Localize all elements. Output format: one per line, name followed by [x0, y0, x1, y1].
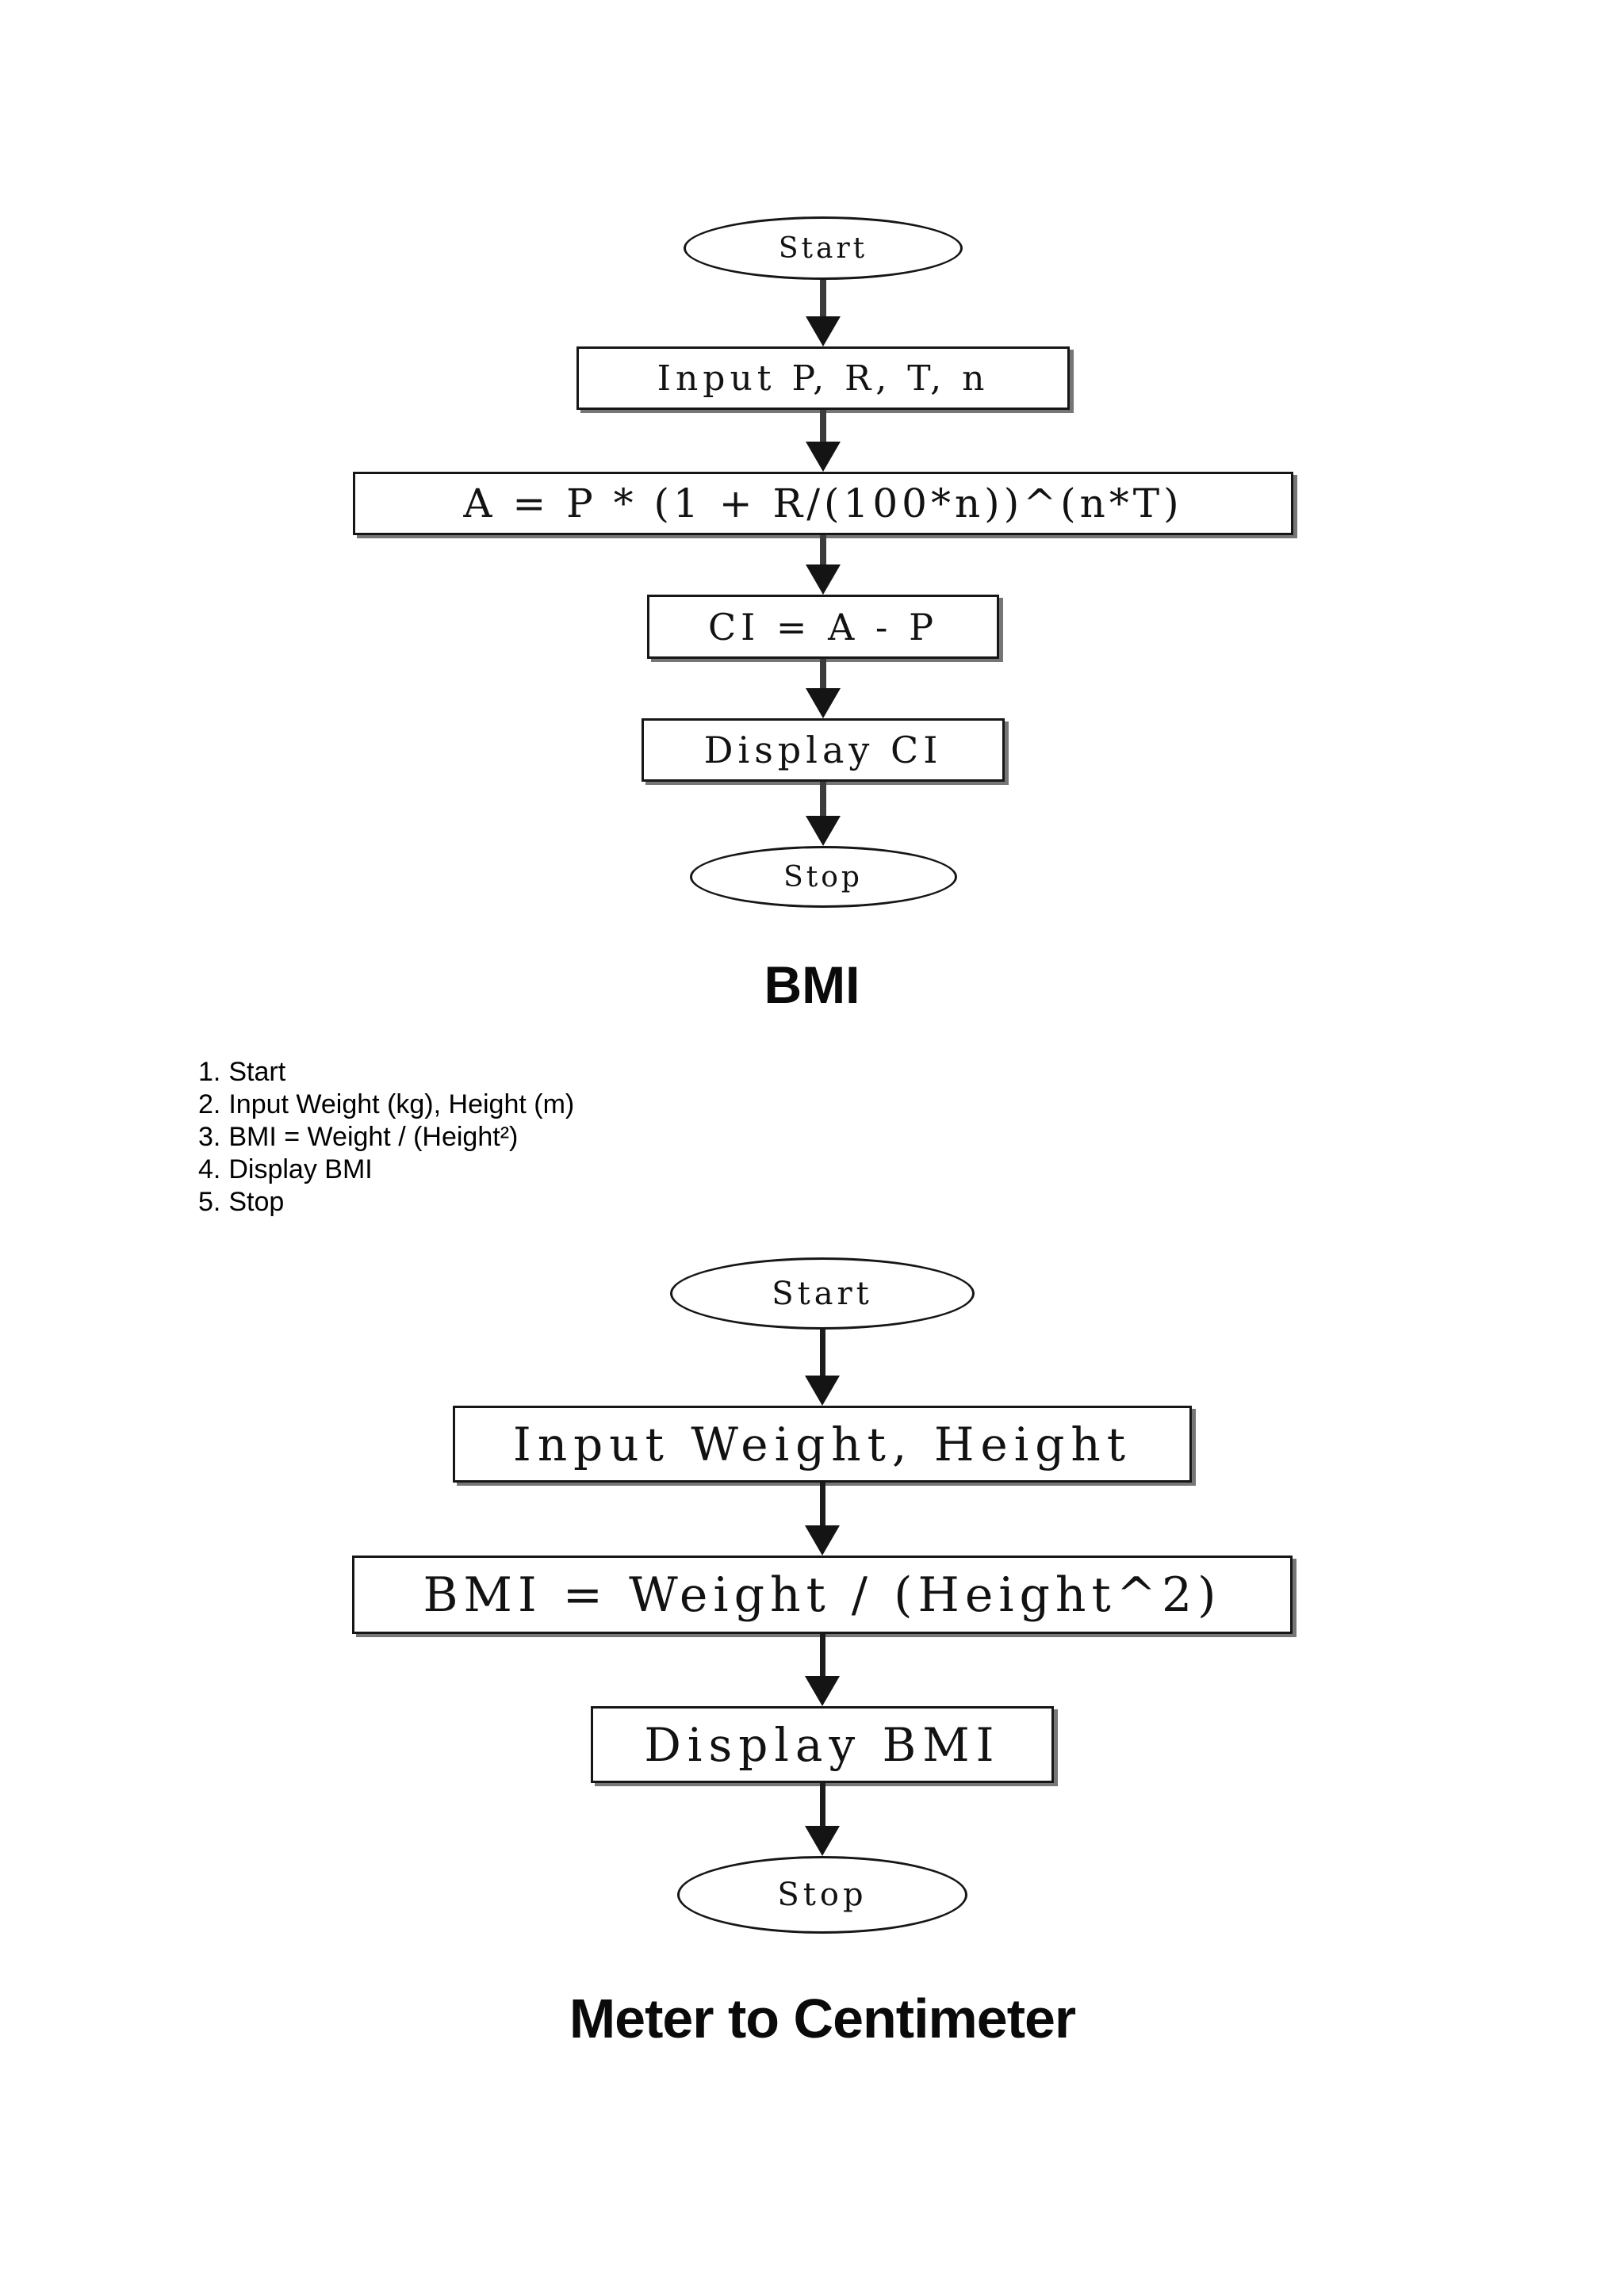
arrow-down-icon	[806, 442, 841, 472]
node-label: BMI = Weight / (Height^2)	[423, 1567, 1222, 1623]
list-item-number: 3.	[198, 1122, 221, 1152]
node-label: Display CI	[703, 729, 943, 771]
flow-arrow	[806, 782, 841, 846]
flowchart1-start-terminal: Start	[684, 216, 963, 280]
list-item-text: Display BMI	[228, 1154, 373, 1184]
flowchart1-stop-terminal: Stop	[689, 846, 957, 908]
flowchart2-input-step: Input Weight, Height	[453, 1406, 1192, 1483]
flowchart2-stop-terminal: Stop	[677, 1856, 967, 1934]
flowchart1-input-step: Input P, R, T, n	[576, 346, 1070, 410]
node-label: Display BMI	[644, 1717, 1001, 1772]
flowchart2-start-terminal: Start	[670, 1257, 975, 1330]
list-item-text: Stop	[228, 1187, 285, 1217]
flow-arrow	[806, 659, 841, 718]
list-item: 3.BMI = Weight / (Height²)	[198, 1121, 574, 1154]
node-label: Start	[778, 232, 868, 265]
caption-meter-to-centimeter: Meter to Centimeter	[569, 1988, 1076, 2049]
list-item: 1.Start	[198, 1056, 574, 1089]
flow-arrow	[806, 410, 841, 472]
flow-arrow	[805, 1330, 840, 1406]
list-item: 2.Input Weight (kg), Height (m)	[198, 1089, 574, 1121]
arrow-down-icon	[805, 1525, 840, 1556]
list-item: 5.Stop	[198, 1186, 574, 1219]
node-label: Stop	[783, 860, 863, 894]
flowchart1-amount-formula-step: A = P * (1 + R/(100*n))^(n*T)	[353, 472, 1293, 535]
arrow-shaft	[819, 1783, 825, 1826]
node-label: Stop	[777, 1877, 868, 1913]
list-item-number: 2.	[198, 1089, 221, 1119]
flow-arrow	[805, 1483, 840, 1556]
flowchart-compound-interest: Start Input P, R, T, n A = P * (1 + R/(1…	[351, 216, 1295, 908]
list-item-number: 1.	[198, 1057, 221, 1087]
list-item: 4.Display BMI	[198, 1154, 574, 1186]
arrow-down-icon	[806, 316, 841, 346]
arrow-shaft	[820, 659, 826, 688]
flowchart2-display-step: Display BMI	[591, 1706, 1054, 1783]
node-label: CI = A - P	[707, 605, 939, 649]
algorithm-steps-list: 1.Start 2.Input Weight (kg), Height (m) …	[198, 1056, 574, 1219]
flowchart2-bmi-formula-step: BMI = Weight / (Height^2)	[352, 1556, 1293, 1634]
list-item-text: Start	[228, 1057, 286, 1087]
flowchart1-ci-formula-step: CI = A - P	[647, 595, 999, 659]
list-item-number: 4.	[198, 1154, 221, 1184]
arrow-down-icon	[806, 816, 841, 846]
arrow-shaft	[819, 1483, 825, 1525]
arrow-down-icon	[806, 688, 841, 718]
flow-arrow	[806, 280, 841, 346]
node-label: Input P, R, T, n	[657, 358, 990, 399]
caption-bmi: BMI	[764, 955, 860, 1014]
list-item-text: BMI = Weight / (Height²)	[228, 1122, 519, 1152]
node-label: A = P * (1 + R/(100*n))^(n*T)	[463, 480, 1183, 526]
arrow-shaft	[819, 1634, 825, 1676]
flowchart1-display-step: Display CI	[642, 718, 1005, 782]
arrow-shaft	[820, 535, 826, 564]
node-label: Start	[772, 1275, 873, 1312]
flowchart-bmi: Start Input Weight, Height BMI = Weight …	[350, 1257, 1294, 1934]
arrow-shaft	[819, 1330, 825, 1376]
flow-arrow	[805, 1634, 840, 1706]
list-item-number: 5.	[198, 1187, 221, 1217]
arrow-down-icon	[805, 1376, 840, 1406]
arrow-shaft	[820, 280, 826, 316]
list-item-text: Input Weight (kg), Height (m)	[228, 1089, 575, 1119]
arrow-down-icon	[805, 1676, 840, 1706]
arrow-shaft	[820, 410, 826, 442]
arrow-down-icon	[805, 1826, 840, 1856]
arrow-down-icon	[806, 564, 841, 595]
flow-arrow	[806, 535, 841, 595]
arrow-shaft	[820, 782, 826, 816]
node-label: Input Weight, Height	[512, 1417, 1132, 1471]
flow-arrow	[805, 1783, 840, 1856]
